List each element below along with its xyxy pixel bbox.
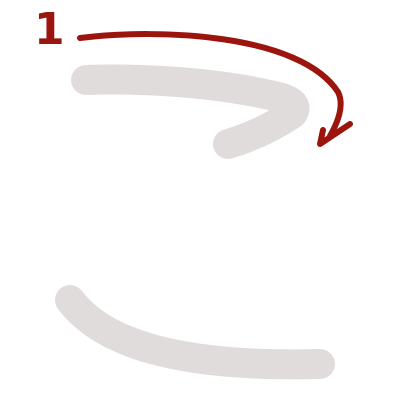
guide-stroke-lower xyxy=(55,285,335,380)
step-number: 1 xyxy=(34,4,65,55)
guide-stroke-upper xyxy=(71,64,310,159)
arrow-shaft xyxy=(77,31,344,139)
curved-arrow-icon xyxy=(77,31,353,147)
arrow-head xyxy=(317,121,353,147)
